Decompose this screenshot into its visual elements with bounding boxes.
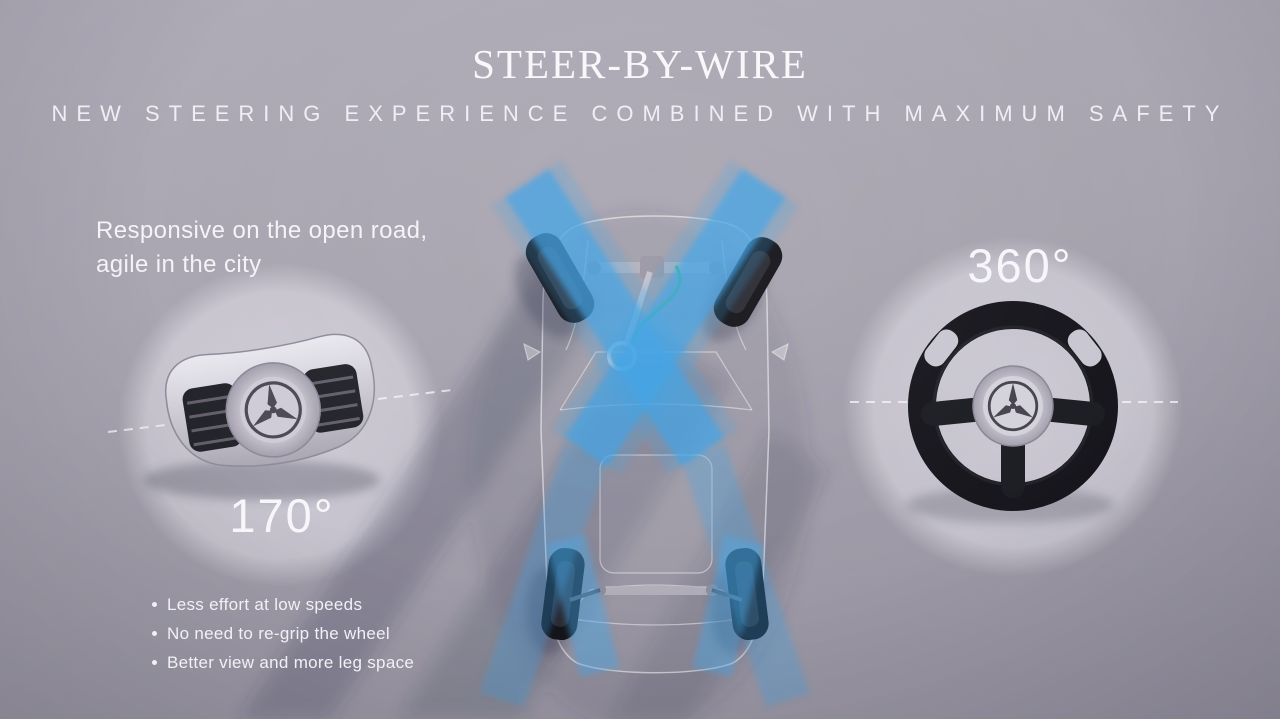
bullet-text: Less effort at low speeds — [167, 595, 363, 614]
front-beam-left — [505, 168, 725, 467]
light-beams — [480, 160, 810, 708]
list-item: Less effort at low speeds — [152, 590, 414, 619]
left-caption: Responsive on the open road, agile in th… — [96, 214, 427, 282]
page-title: STEER-BY-WIRE — [472, 41, 808, 87]
list-item: No need to re-grip the wheel — [152, 619, 414, 648]
yoke-steering-wheel — [164, 333, 375, 467]
angle-label-360: 360° — [967, 239, 1073, 292]
caption-line-1: Responsive on the open road, — [96, 217, 428, 244]
bullet-dot — [152, 602, 157, 607]
left-mirror — [523, 342, 542, 361]
bullet-dot — [152, 660, 157, 665]
rear-beam-left — [546, 535, 620, 677]
rim-touch-panel-left — [924, 329, 959, 367]
yoke-shadow — [144, 460, 380, 500]
rear-beam-right — [692, 535, 764, 677]
bullet-text: Better view and more leg space — [167, 653, 415, 672]
caption-line-2: agile in the city — [96, 251, 262, 278]
list-item: Better view and more leg space — [152, 648, 414, 677]
bullet-text: No need to re-grip the wheel — [167, 624, 390, 643]
round-steering-wheel — [908, 301, 1118, 511]
benefit-list: Less effort at low speeds No need to re-… — [152, 590, 414, 677]
angle-label-170: 170° — [229, 489, 335, 542]
front-beam-right — [564, 168, 786, 467]
page-subtitle: NEW STEERING EXPERIENCE COMBINED WITH MA… — [51, 101, 1229, 126]
bullet-dot — [152, 631, 157, 636]
rim-touch-panel-right — [1067, 329, 1102, 367]
right-mirror — [770, 342, 789, 361]
left-dashed-line — [107, 389, 453, 433]
